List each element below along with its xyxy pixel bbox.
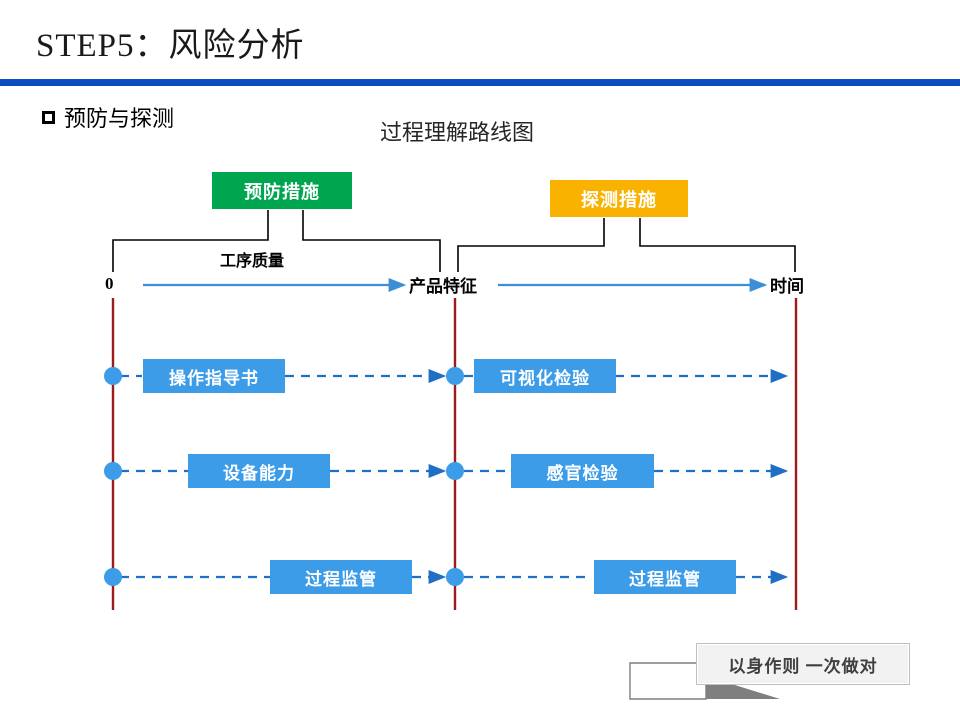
lane-item-box[interactable]: 设备能力 [188, 454, 330, 488]
axis-start-label: 0 [105, 274, 114, 293]
axis-end-label: 时间 [770, 277, 804, 296]
axis-middle-label: 产品特征 [409, 277, 477, 296]
callout-text: 以身作则 一次做对 [728, 656, 878, 676]
category-box-detection[interactable]: 探测措施 [550, 180, 688, 217]
bullet-row: 预防与探测 [42, 101, 174, 133]
lane-item-box[interactable]: 操作指导书 [143, 359, 285, 393]
category-box-prevention[interactable]: 预防措施 [212, 172, 352, 209]
callout-tail-shape [629, 649, 780, 700]
callout-box: 以身作则 一次做对 [696, 643, 910, 685]
lane-item-box[interactable]: 过程监管 [594, 560, 736, 594]
diagram-title: 过程理解路线图 [380, 120, 535, 145]
lane-node [446, 568, 464, 586]
lane-node [104, 367, 122, 385]
square-outline-icon [42, 110, 55, 124]
lane-item-box[interactable]: 可视化检验 [474, 359, 616, 393]
bracket-label-process-quality: 工序质量 [220, 253, 285, 270]
title-divider [0, 79, 960, 86]
footer-callout: 以身作则 一次做对 [620, 643, 910, 708]
bullet-label: 预防与探测 [64, 106, 175, 131]
lane-node [104, 462, 122, 480]
lane-item-box[interactable]: 感官检验 [511, 454, 654, 488]
lane-node [446, 462, 464, 480]
page-title: STEP5：风险分析 [36, 28, 305, 64]
lane-node [104, 568, 122, 586]
lane-node [446, 367, 464, 385]
lane-item-box[interactable]: 过程监管 [270, 560, 412, 594]
